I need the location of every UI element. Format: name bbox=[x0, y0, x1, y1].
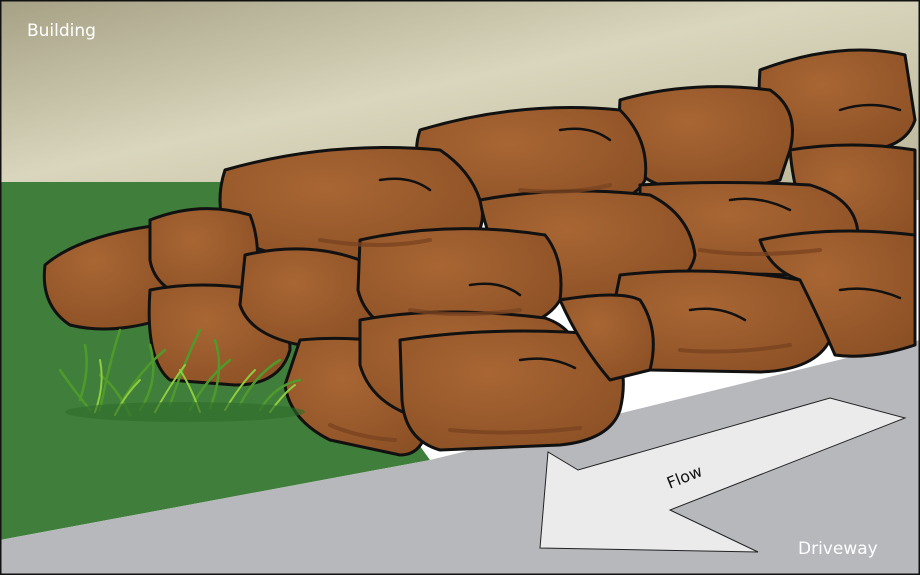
building-label: Building bbox=[27, 21, 96, 41]
driveway-label: Driveway bbox=[798, 539, 878, 559]
sandbag bbox=[240, 249, 374, 346]
